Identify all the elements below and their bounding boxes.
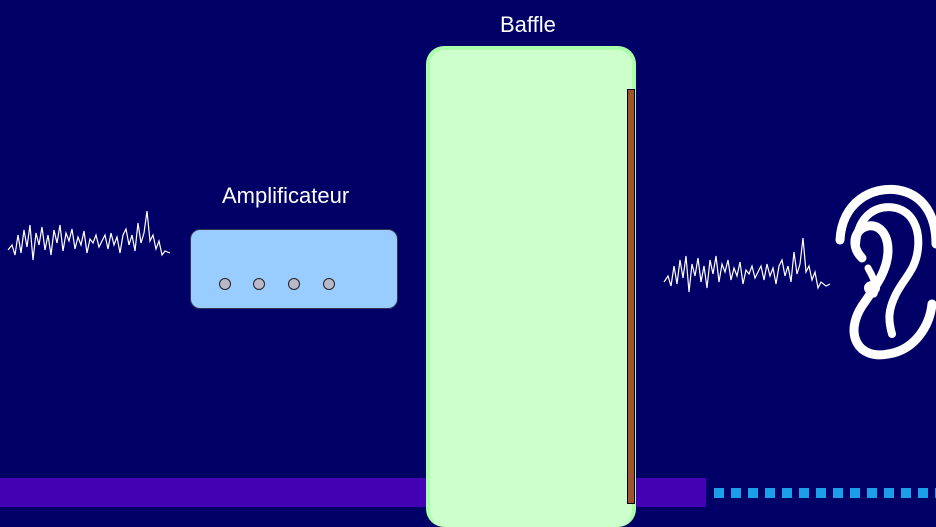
baffle-panel xyxy=(627,89,635,504)
amplifier-knob xyxy=(288,278,300,290)
amplifier-knob xyxy=(253,278,265,290)
amplifier-box xyxy=(190,229,398,309)
input-waveform-icon xyxy=(7,210,171,261)
amplifier-knob xyxy=(323,278,335,290)
output-waveform-icon xyxy=(663,237,831,293)
dotted-line xyxy=(714,488,936,498)
baffle-label: Baffle xyxy=(500,12,556,37)
ear-icon xyxy=(835,184,936,360)
amplifier-label: Amplificateur xyxy=(222,183,350,208)
baffle-box xyxy=(426,46,636,527)
amplifier-knob xyxy=(219,278,231,290)
